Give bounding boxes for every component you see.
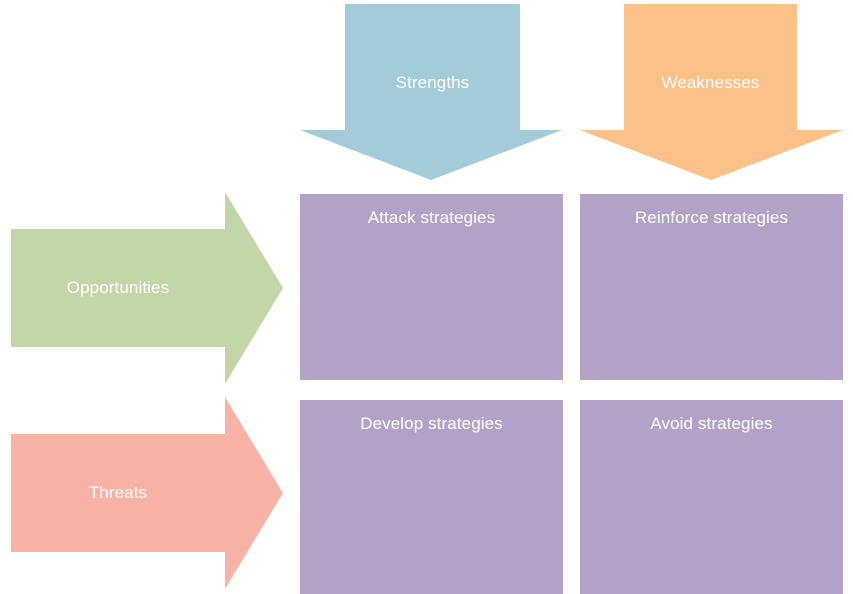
row-header-opportunities[interactable]: Opportunities	[11, 192, 283, 384]
cell-develop-strategies-label: Develop strategies	[360, 414, 503, 433]
column-header-weaknesses[interactable]: Weaknesses	[580, 4, 843, 180]
cell-avoid-strategies-label: Avoid strategies	[650, 414, 773, 433]
column-header-strengths[interactable]: Strengths	[300, 4, 562, 180]
cell-attack-strategies[interactable]: Attack strategies	[300, 194, 563, 380]
right-arrow-icon	[11, 397, 283, 589]
cell-avoid-strategies[interactable]: Avoid strategies	[580, 400, 843, 594]
cell-attack-strategies-label: Attack strategies	[367, 208, 496, 227]
right-arrow-icon	[11, 192, 283, 384]
down-arrow-icon	[580, 4, 843, 180]
cell-reinforce-strategies-label: Reinforce strategies	[634, 208, 789, 227]
cell-reinforce-strategies[interactable]: Reinforce strategies	[580, 194, 843, 380]
cell-develop-strategies[interactable]: Develop strategies	[300, 400, 563, 594]
down-arrow-icon	[300, 4, 562, 180]
row-header-threats[interactable]: Threats	[11, 397, 283, 589]
